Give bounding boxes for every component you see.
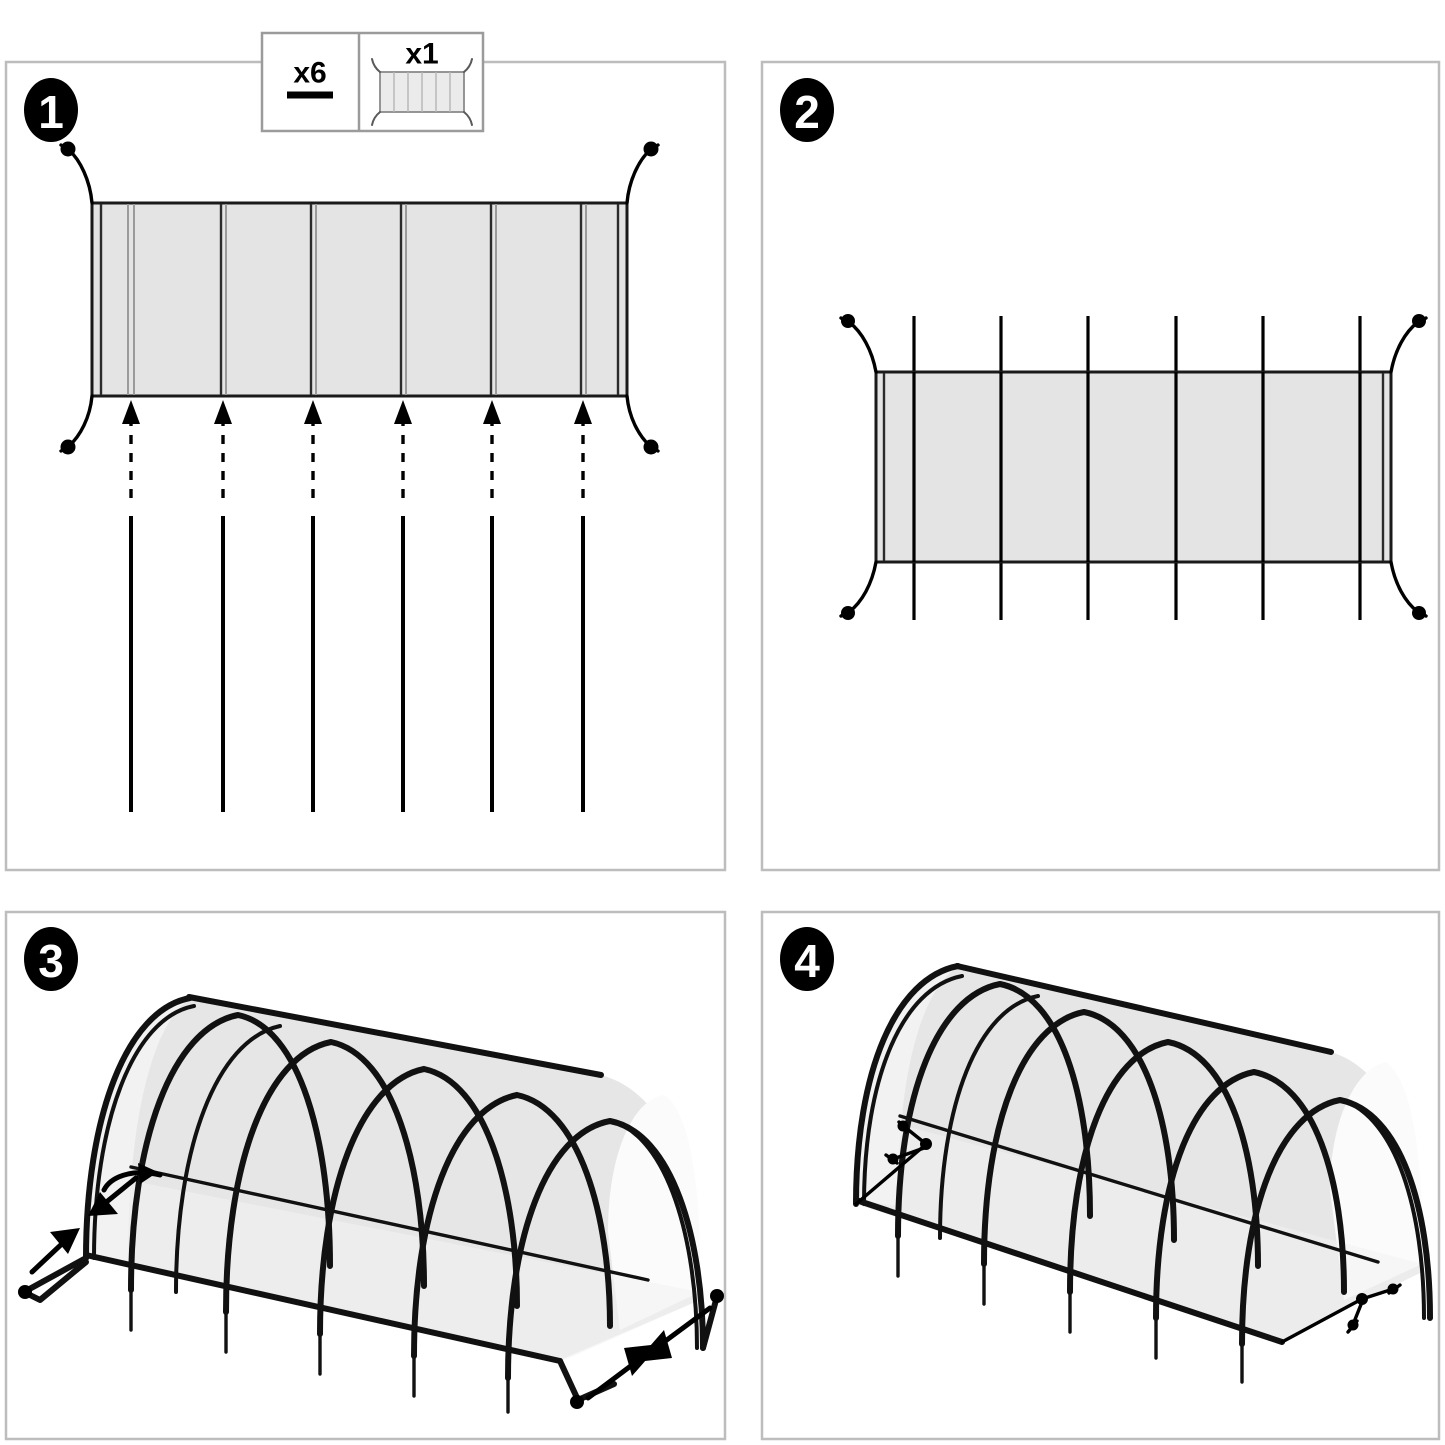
step-badges [24, 78, 834, 991]
legend-quantity-cover: x1 [405, 38, 438, 71]
tunnel-hoops-step3 [83, 995, 706, 1381]
text-layer: 1 2 3 4 x6 x1 [38, 38, 820, 988]
step-number-4: 4 [794, 935, 820, 987]
parts-legend [260, 31, 485, 133]
legend-quantity-rod: x6 [293, 57, 326, 90]
ground-rod-ends-step3 [129, 1288, 510, 1414]
step-number-3: 3 [38, 935, 64, 987]
cover-sheet-step2 [874, 370, 1393, 564]
cover-corner-ties-step2 [839, 314, 1428, 620]
secured-tie-near-step4 [854, 1120, 932, 1206]
secured-tie-far-step4 [1280, 1283, 1402, 1344]
loose-rods [129, 516, 585, 812]
cover-corner-ties-step1 [59, 141, 660, 455]
step-number-2: 2 [794, 86, 820, 138]
panel-1-content [59, 141, 660, 812]
panel-1-frame [4, 60, 727, 872]
panel-3-content [18, 994, 724, 1414]
panel-2-frame [760, 60, 1441, 872]
step-badge-1-shape [24, 78, 78, 142]
end-flap-far-step3 [557, 1289, 724, 1409]
end-flap-near-step3 [18, 1163, 163, 1303]
cover-icon [371, 58, 473, 126]
ground-rod-ends-step4 [896, 1234, 1244, 1384]
panel-4-frame [760, 910, 1441, 1441]
panel-4-content [853, 963, 1433, 1384]
step-number-1: 1 [38, 86, 64, 138]
tunnel-skin-step4 [856, 966, 1423, 1342]
cover-sleeves [127, 204, 587, 395]
panel-2-content [839, 314, 1428, 620]
tunnel-hoops-step4 [853, 963, 1433, 1347]
step-badge-3-shape [24, 927, 78, 991]
cover-sheet-step1 [90, 201, 629, 398]
rod-segments-over-cover [912, 372, 1362, 562]
insertion-arrows [122, 400, 592, 498]
step-badge-2-shape [780, 78, 834, 142]
panel-3-frame [4, 910, 727, 1441]
step-badge-4-shape [780, 927, 834, 991]
